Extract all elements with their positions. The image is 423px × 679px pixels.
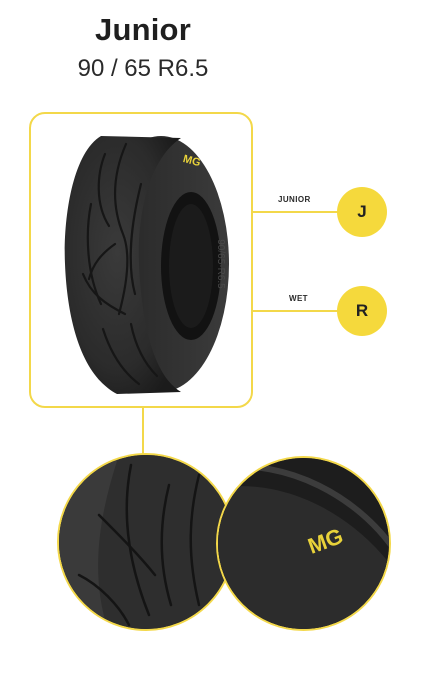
sidewall-text: 90/65-R6.5 <box>215 239 226 289</box>
connector-line-detail <box>142 408 144 466</box>
compound-label-wet: WET <box>289 294 308 303</box>
sidewall-detail-circle: MG <box>216 456 391 631</box>
connector-line-wet <box>253 310 338 312</box>
tire-logo: MG <box>182 153 202 169</box>
tire-image-frame: 90/65-R6.5 MG <box>29 112 253 408</box>
compound-badge-wet[interactable]: R <box>337 286 387 336</box>
compound-label-junior: JUNIOR <box>278 195 311 204</box>
tread-detail-circle <box>57 453 235 631</box>
connector-line-junior <box>253 211 338 213</box>
product-size: 90 / 65 R6.5 <box>77 55 209 82</box>
compound-badge-junior[interactable]: J <box>337 187 387 237</box>
product-title: Junior <box>95 12 191 47</box>
tire-image: 90/65-R6.5 MG <box>64 136 229 394</box>
